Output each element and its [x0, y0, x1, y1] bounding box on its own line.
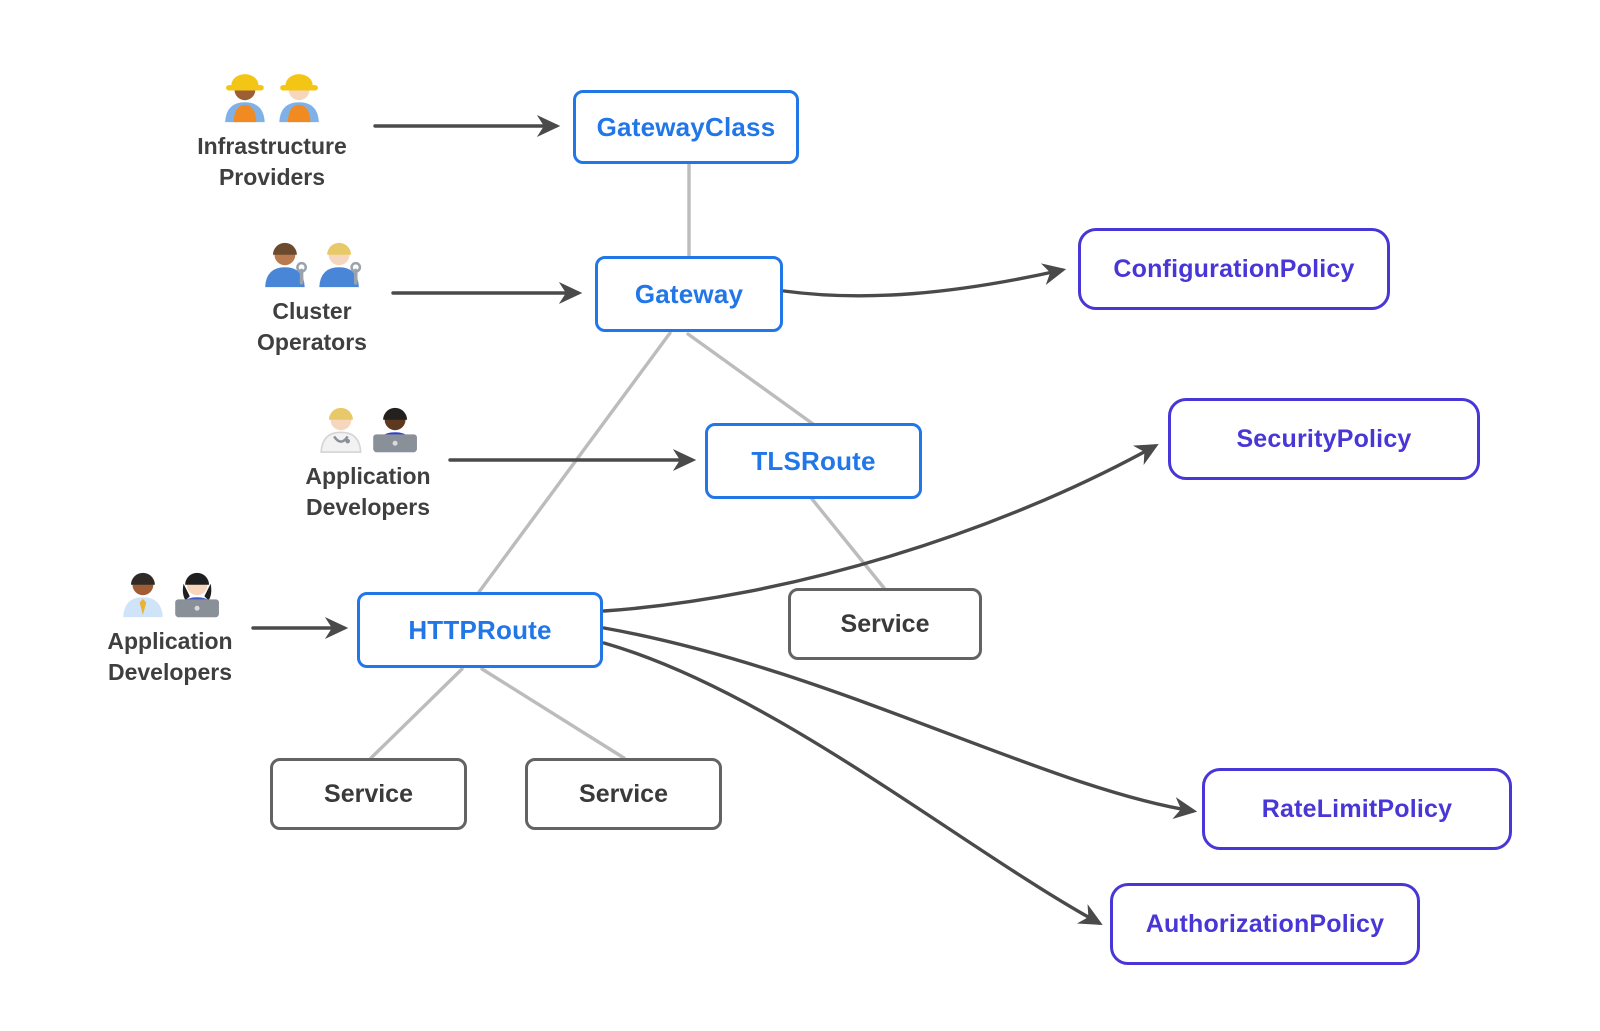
node-configurationpolicy: ConfigurationPolicy	[1078, 228, 1390, 310]
edge-httproute-service-right	[480, 667, 626, 760]
node-gateway: Gateway	[595, 256, 783, 332]
persona-cluster-operators: Cluster Operators	[182, 231, 442, 358]
node-tlsroute: TLSRoute	[705, 423, 922, 499]
persona-application-developers-http: Application Developers	[40, 561, 300, 688]
node-service-http-right: Service	[525, 758, 722, 830]
edge-gateway-tlsroute	[686, 332, 815, 426]
node-label: GatewayClass	[596, 111, 776, 142]
node-ratelimitpolicy: RateLimitPolicy	[1202, 768, 1512, 850]
persona-label-line2: Operators	[257, 329, 367, 355]
node-httproute: HTTPRoute	[357, 592, 603, 668]
node-service-tls: Service	[788, 588, 982, 660]
node-label: AuthorizationPolicy	[1145, 909, 1385, 938]
office-worker-and-technologist-icon	[123, 572, 219, 618]
persona-label-line2: Providers	[218, 164, 326, 190]
node-service-http-left: Service	[270, 758, 467, 830]
edge-tlsroute-service	[810, 497, 886, 590]
edge-gateway-configurationpolicy	[782, 263, 1067, 298]
persona-application-developers-tls: Application Developers	[238, 396, 498, 523]
node-label: Service	[324, 779, 413, 808]
node-label: Service	[840, 609, 930, 638]
edge-gateway-httproute	[477, 331, 672, 594]
node-label: HTTPRoute	[408, 614, 552, 645]
node-label: RateLimitPolicy	[1261, 794, 1453, 823]
persona-label-line2: Developers	[107, 659, 232, 685]
edge-httproute-service-left	[369, 667, 464, 760]
node-label: Service	[579, 779, 668, 808]
construction-workers-icon	[225, 74, 319, 123]
persona-label-line1: Application	[107, 628, 233, 654]
persona-label-line2: Developers	[305, 494, 430, 520]
node-securitypolicy: SecurityPolicy	[1168, 398, 1480, 480]
node-label: Gateway	[634, 278, 744, 309]
node-label: TLSRoute	[751, 445, 876, 476]
node-label: ConfigurationPolicy	[1113, 254, 1355, 283]
persona-infrastructure-providers: Infrastructure Providers	[142, 66, 402, 193]
health-worker-and-technologist-icon	[320, 407, 417, 453]
persona-label-line1: Application	[305, 463, 431, 489]
mechanics-icon	[265, 242, 362, 288]
node-label: SecurityPolicy	[1236, 424, 1412, 453]
persona-label-line1: Cluster	[272, 298, 352, 324]
node-authorizationpolicy: AuthorizationPolicy	[1110, 883, 1420, 965]
persona-label-line1: Infrastructure	[197, 133, 347, 159]
node-gatewayclass: GatewayClass	[573, 90, 799, 164]
